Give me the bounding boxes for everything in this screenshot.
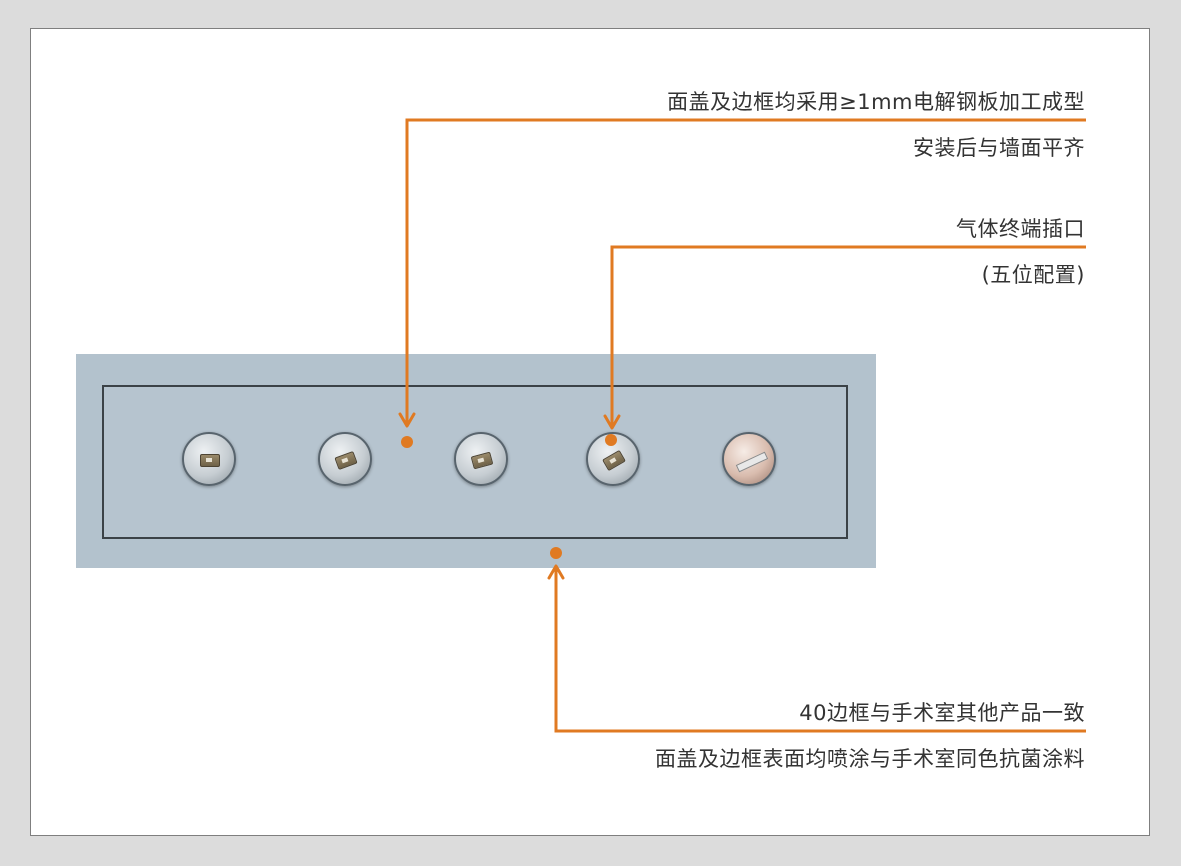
marker-dot-gas	[605, 434, 617, 446]
callout-gas-line1: 气体终端插口	[956, 217, 1085, 241]
callout-material-line2: 安装后与墙面平齐	[913, 136, 1085, 160]
gas-outlet-2	[318, 432, 372, 486]
callout-material-line1: 面盖及边框均采用≥1mm电解钢板加工成型	[667, 90, 1085, 114]
callout-gas-line2: (五位配置)	[981, 263, 1085, 287]
marker-dot-material	[401, 436, 413, 448]
leader-material	[398, 118, 1086, 428]
leader-frame	[547, 564, 1086, 733]
callout-frame-line1: 40边框与手术室其他产品一致	[799, 701, 1085, 725]
marker-dot-frame	[550, 547, 562, 559]
outlet-insert-icon	[200, 454, 220, 467]
leader-gas	[603, 245, 1086, 430]
gas-outlet-1	[182, 432, 236, 486]
gas-outlet-5	[722, 432, 776, 486]
callout-frame-line2: 面盖及边框表面均喷涂与手术室同色抗菌涂料	[655, 747, 1085, 771]
gas-outlet-3	[454, 432, 508, 486]
